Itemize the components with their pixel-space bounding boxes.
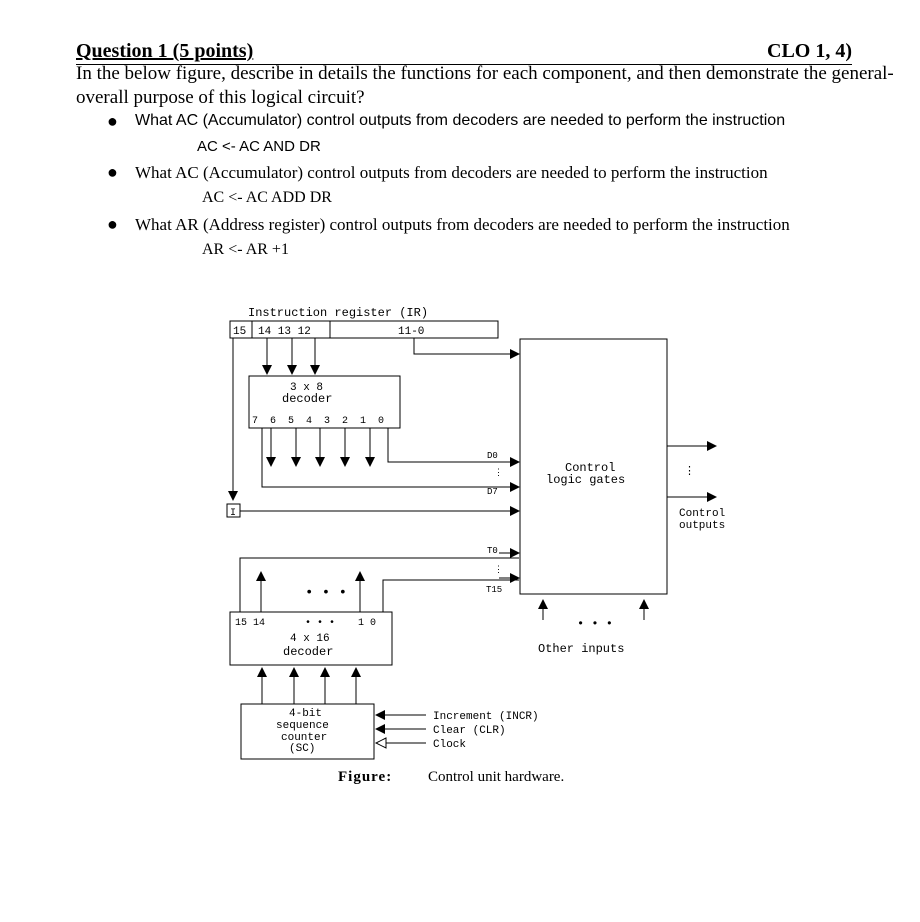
sc-label-4: (SC)	[289, 743, 315, 755]
sc-label-1: 4-bit	[289, 708, 322, 720]
bullet-2-instruction: AC <- AC ADD DR	[202, 189, 332, 206]
t0-label: T0	[487, 546, 498, 556]
ir-label: Instruction register (IR)	[248, 306, 428, 320]
i-label: I	[230, 508, 236, 519]
control-outputs-label-1: Control	[679, 508, 725, 520]
control-outputs-label-2: outputs	[679, 520, 725, 532]
decoder-4x16-outputs-left: 15 14	[235, 618, 265, 629]
increment-label: Increment (INCR)	[433, 711, 539, 723]
clock-label: Clock	[433, 739, 466, 751]
instruction-register	[229, 320, 499, 339]
decoder-3x8-size: 3 x 8	[290, 382, 323, 394]
decoder-4x16-size: 4 x 16	[290, 633, 330, 645]
decoder-4x16-outputs-right: 1 0	[358, 618, 376, 629]
ir-address-bits: 11-0	[398, 326, 424, 338]
question-intro: In the below figure, describe in details…	[76, 63, 894, 108]
bullet-marker: ●	[107, 214, 118, 234]
control-logic-label-2: logic gates	[546, 473, 625, 487]
bullet-1-instruction: AC <- AC AND DR	[197, 138, 321, 155]
bullet-marker: ●	[107, 111, 118, 131]
svg-text:⋮: ⋮	[494, 468, 503, 478]
figure-caption-label: Figure:	[338, 769, 392, 785]
other-inputs-label: Other inputs	[538, 642, 624, 656]
d7-label: D7	[487, 487, 498, 497]
decoder-3x8-outputs: 7 6 5 4 3 2 1 0	[252, 416, 387, 427]
sc-label-2: sequence	[276, 720, 329, 732]
sequence-counter	[240, 703, 375, 760]
control-logic-label-1: Control	[565, 461, 615, 475]
question-heading: Question 1 (5 points) CLO 1, 4)	[76, 40, 852, 65]
svg-text:⋮: ⋮	[684, 466, 695, 478]
bullet-3-text: What AR (Address register) control outpu…	[135, 215, 790, 234]
bullet-3-instruction: AR <- AR +1	[202, 241, 289, 258]
decoder-4x16-label: decoder	[283, 645, 333, 659]
ir-opcode-bits: 14 13 12	[258, 326, 311, 338]
decoder-3x8	[248, 375, 401, 429]
d0-label: D0	[487, 451, 498, 461]
sc-label-3: counter	[281, 732, 327, 744]
control-logic-gates	[519, 338, 668, 595]
svg-text:• • •: • • •	[305, 585, 347, 601]
svg-text:• • •: • • •	[577, 617, 613, 631]
bullet-2-text: What AC (Accumulator) control outputs fr…	[135, 163, 768, 182]
ir-bit15: 15	[233, 326, 246, 338]
question-title: Question 1 (5 points)	[76, 40, 254, 62]
decoder-3x8-label: decoder	[282, 392, 332, 406]
bullet-marker: ●	[107, 162, 118, 182]
decoder-4x16	[229, 611, 393, 666]
svg-text:⋮: ⋮	[494, 565, 503, 575]
bullet-1-text: What AC (Accumulator) control outputs fr…	[135, 112, 786, 129]
svg-text:• • •: • • •	[305, 618, 335, 629]
figure-caption-text: Control unit hardware.	[428, 769, 564, 785]
t15-label: T15	[486, 585, 502, 595]
clo-label: CLO 1, 4)	[767, 40, 852, 62]
clear-label: Clear (CLR)	[433, 725, 506, 737]
